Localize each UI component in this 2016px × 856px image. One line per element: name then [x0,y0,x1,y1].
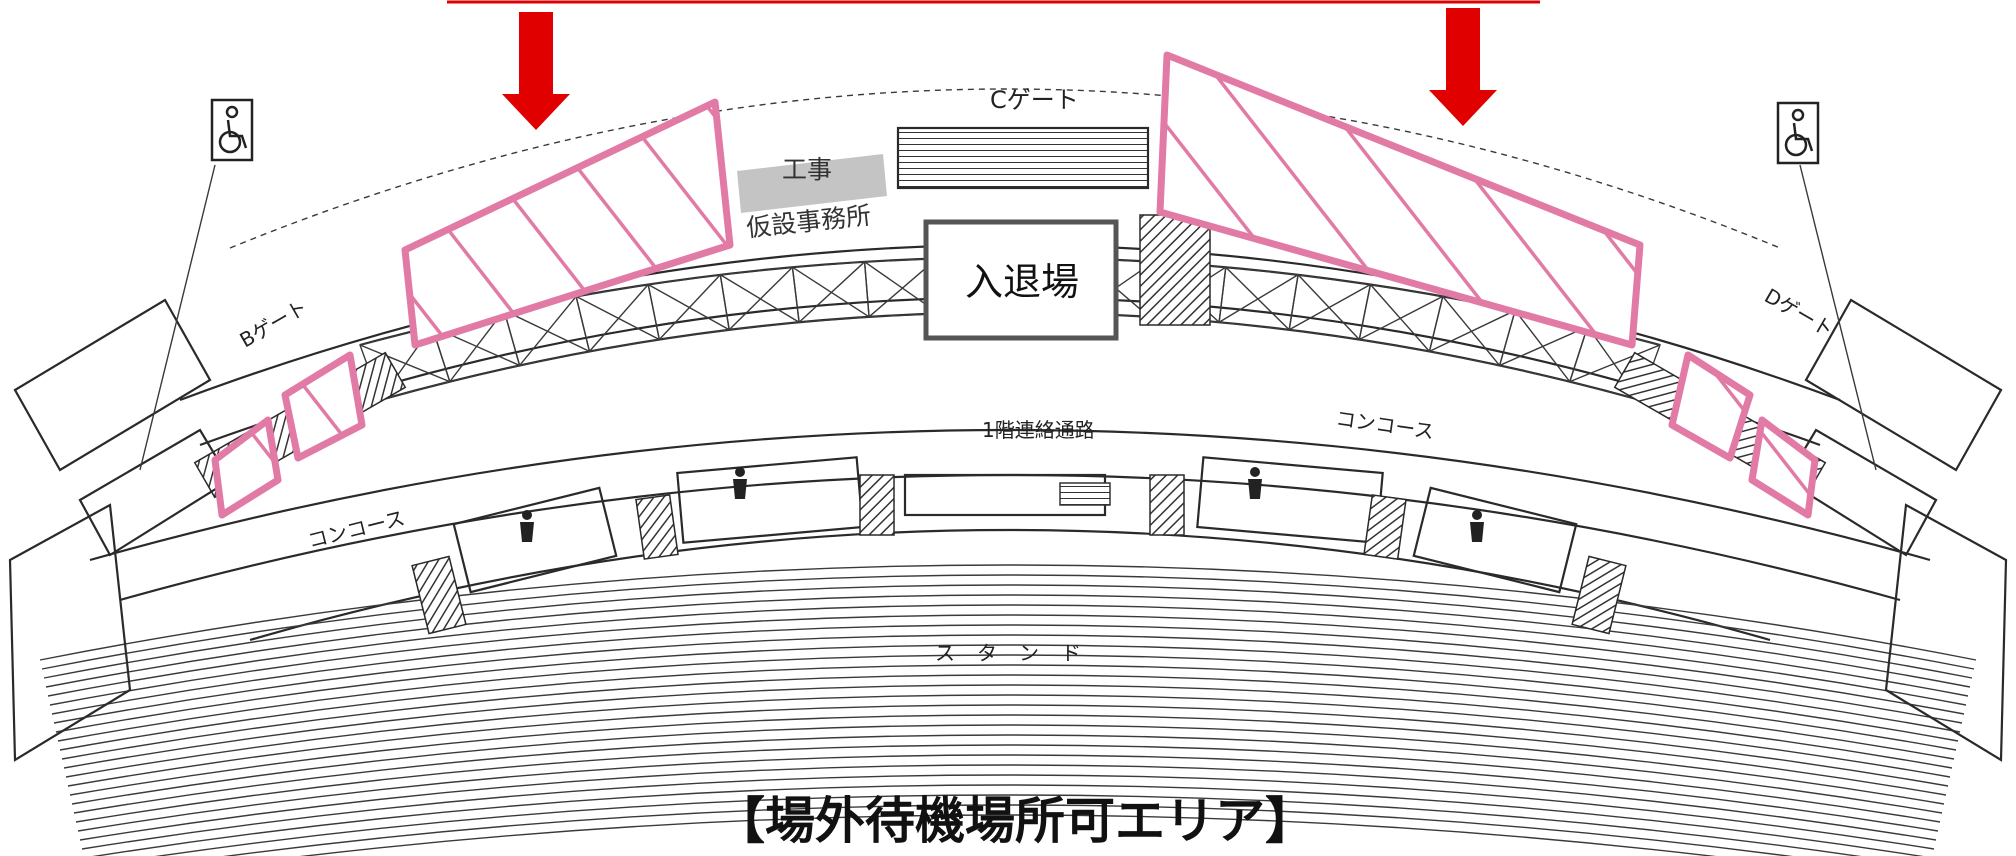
stand-label: スタンド [935,641,1103,665]
wheelchair-icon [210,98,254,162]
entrance-box [923,219,1119,341]
restroom-icon [520,510,534,542]
stand-tier [55,644,1961,733]
stand-tier [61,674,1955,760]
stand-tier [63,684,1953,769]
stand-tier [71,724,1945,805]
waiting-areas [211,51,1819,519]
stand-tier [81,774,1935,850]
down-arrow-icon [1429,8,1497,126]
construction-office-block [737,154,887,213]
stand-tier [41,574,1975,670]
wheelchair-icon [1776,101,1820,165]
stand-tier [92,784,1924,856]
waiting-area-small-left-1 [211,416,282,519]
stand-tier [43,584,1973,679]
stand-tier [75,744,1941,823]
waiting-area-main-right [1156,51,1644,349]
stand-tier [65,694,1951,778]
gate-c-stairs [896,126,1211,326]
stand-tier [59,664,1957,751]
braced-bay [1358,283,1444,353]
braced-bay [791,261,870,323]
braced-bay [1218,266,1299,331]
stand-tier [49,614,1967,706]
roof-outline [229,88,1781,249]
gate-d-label: Dゲート [1761,284,1838,342]
stand-tier [53,634,1963,724]
braced-bay [719,266,800,331]
restroom-blocks [452,456,1578,594]
waiting-area-small-right-1 [1668,351,1754,462]
braced-bay [647,273,731,341]
stand-tier [77,754,1939,832]
stand-tier [299,814,1717,856]
caption: 【場外待機場所可エリア】 [715,792,1315,850]
stair-cores [193,351,1827,635]
stand-tier [67,704,1949,787]
stand-tier [79,764,1937,841]
stand-tier [47,604,1969,697]
stand-tier [57,654,1959,742]
construction-office-line1: 工事 [782,155,832,184]
gate-c-label: Cゲート [990,86,1079,114]
concourse-label-right: コンコース [1334,406,1435,444]
braced-bay [575,283,661,353]
gate-b-label: Bゲート [236,295,312,353]
waiting-area-main-left [401,98,734,349]
down-arrow-icon [502,12,570,130]
stand-tier [223,804,1793,856]
waiting-area-small-left-2 [281,351,366,462]
stand-tier [73,734,1943,814]
restroom-icon [1470,510,1484,542]
stand-tier [69,714,1947,796]
entrance-label: 入退場 [965,260,1079,304]
waiting-area-small-right-2 [1748,416,1819,519]
bridge-1f-label: 1階連絡通路 [982,418,1095,442]
stand-tier [51,624,1965,715]
stand-tier [39,564,1977,661]
stand-tiers [39,564,1977,856]
restroom-icon [1248,467,1262,499]
stand-tier [154,794,1862,856]
braced-bay [1288,273,1372,341]
restroom-icon [733,467,747,499]
concourse-label-left: コンコース [305,506,407,553]
stand-tier [45,594,1971,688]
